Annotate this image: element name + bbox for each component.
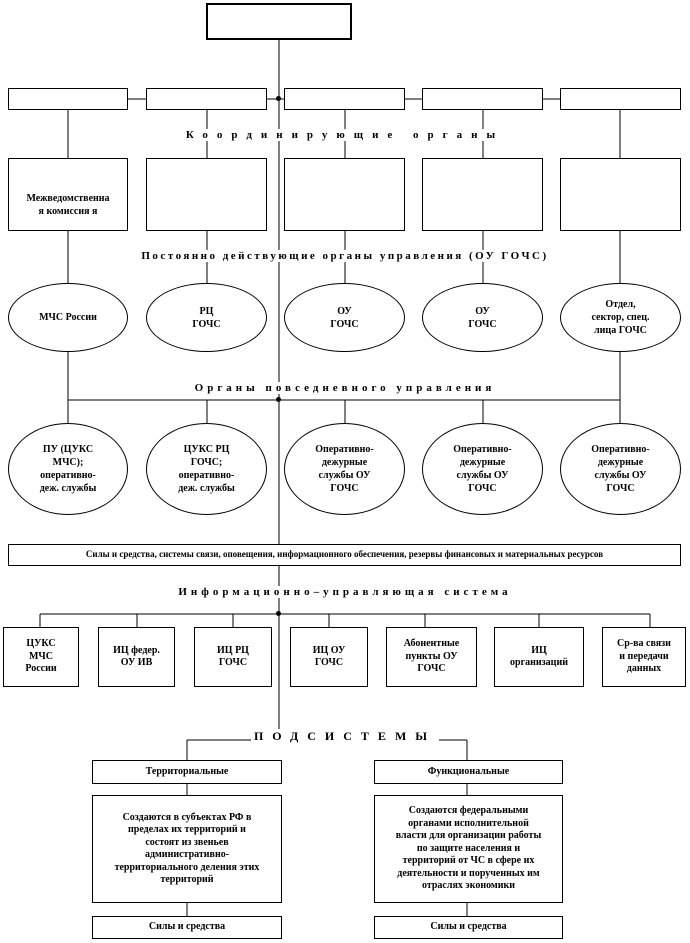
info-box-ic-org: ИЦ организаций bbox=[494, 627, 584, 687]
junction-dot bbox=[276, 397, 281, 402]
coordinating-box bbox=[560, 158, 681, 231]
daily-oval-duty: Оперативно- дежурные службы ОУ ГОЧС bbox=[422, 423, 543, 515]
row1-box bbox=[8, 88, 128, 110]
junction-dot bbox=[276, 96, 281, 101]
row1-box bbox=[284, 88, 405, 110]
junction-dot bbox=[276, 611, 281, 616]
coordinating-box bbox=[146, 158, 267, 231]
row1-box bbox=[146, 88, 267, 110]
header-daily-management: Органы повседневного управления bbox=[0, 382, 690, 394]
subsystem-functional-forces: Силы и средства bbox=[374, 916, 563, 939]
header-coordinating: Координирующие органы bbox=[0, 129, 690, 141]
row1-box bbox=[560, 88, 681, 110]
permanent-oval-dept: Отдел, сектор, спец. лица ГОЧС bbox=[560, 283, 681, 352]
info-box-subscriber: Абонентные пункты ОУ ГОЧС bbox=[386, 627, 477, 687]
permanent-oval-ou: ОУ ГОЧС bbox=[284, 283, 405, 352]
info-box-ic-ou: ИЦ ОУ ГОЧС bbox=[290, 627, 368, 687]
header-subsystems: ПОДСИСТЕМЫ bbox=[0, 729, 690, 744]
subsystem-territorial-description: Создаются в субъектах РФ в пределах их т… bbox=[92, 795, 282, 903]
resources-bar: Силы и средства, системы связи, оповещен… bbox=[8, 544, 681, 566]
permanent-oval-ou: ОУ ГОЧС bbox=[422, 283, 543, 352]
info-box-ic-rc: ИЦ РЦ ГОЧС bbox=[194, 627, 272, 687]
subsystem-territorial-forces: Силы и средства bbox=[92, 916, 282, 939]
daily-oval-pu: ПУ (ЦУКС МЧС); оперативно- деж. службы bbox=[8, 423, 128, 515]
subsystem-functional-description: Создаются федеральными органами исполнит… bbox=[374, 795, 563, 903]
coordinating-box-interagency: Межведомственна я комиссия я bbox=[8, 158, 128, 231]
header-permanent-bodies: Постоянно действующие органы управления … bbox=[0, 250, 690, 262]
daily-oval-cuks: ЦУКС РЦ ГОЧС; оперативно- деж. службы bbox=[146, 423, 267, 515]
permanent-oval-emercom: МЧС России bbox=[8, 283, 128, 352]
row1-box bbox=[422, 88, 543, 110]
coordinating-box bbox=[284, 158, 405, 231]
header-info-system: Информационно–управляющая система bbox=[0, 586, 690, 598]
daily-oval-duty: Оперативно- дежурные службы ОУ ГОЧС bbox=[284, 423, 405, 515]
daily-oval-duty: Оперативно- дежурные службы ОУ ГОЧС bbox=[560, 423, 681, 515]
subsystem-functional-title: Функциональные bbox=[374, 760, 563, 784]
coordinating-box bbox=[422, 158, 543, 231]
top-box bbox=[206, 3, 352, 40]
info-box-cuks: ЦУКС МЧС России bbox=[3, 627, 79, 687]
info-box-comms: Ср-ва связи и передачи данных bbox=[602, 627, 686, 687]
permanent-oval-rc: РЦ ГОЧС bbox=[146, 283, 267, 352]
info-box-ic-federal: ИЦ федер. ОУ ИВ bbox=[98, 627, 175, 687]
subsystem-territorial-title: Территориальные bbox=[92, 760, 282, 784]
